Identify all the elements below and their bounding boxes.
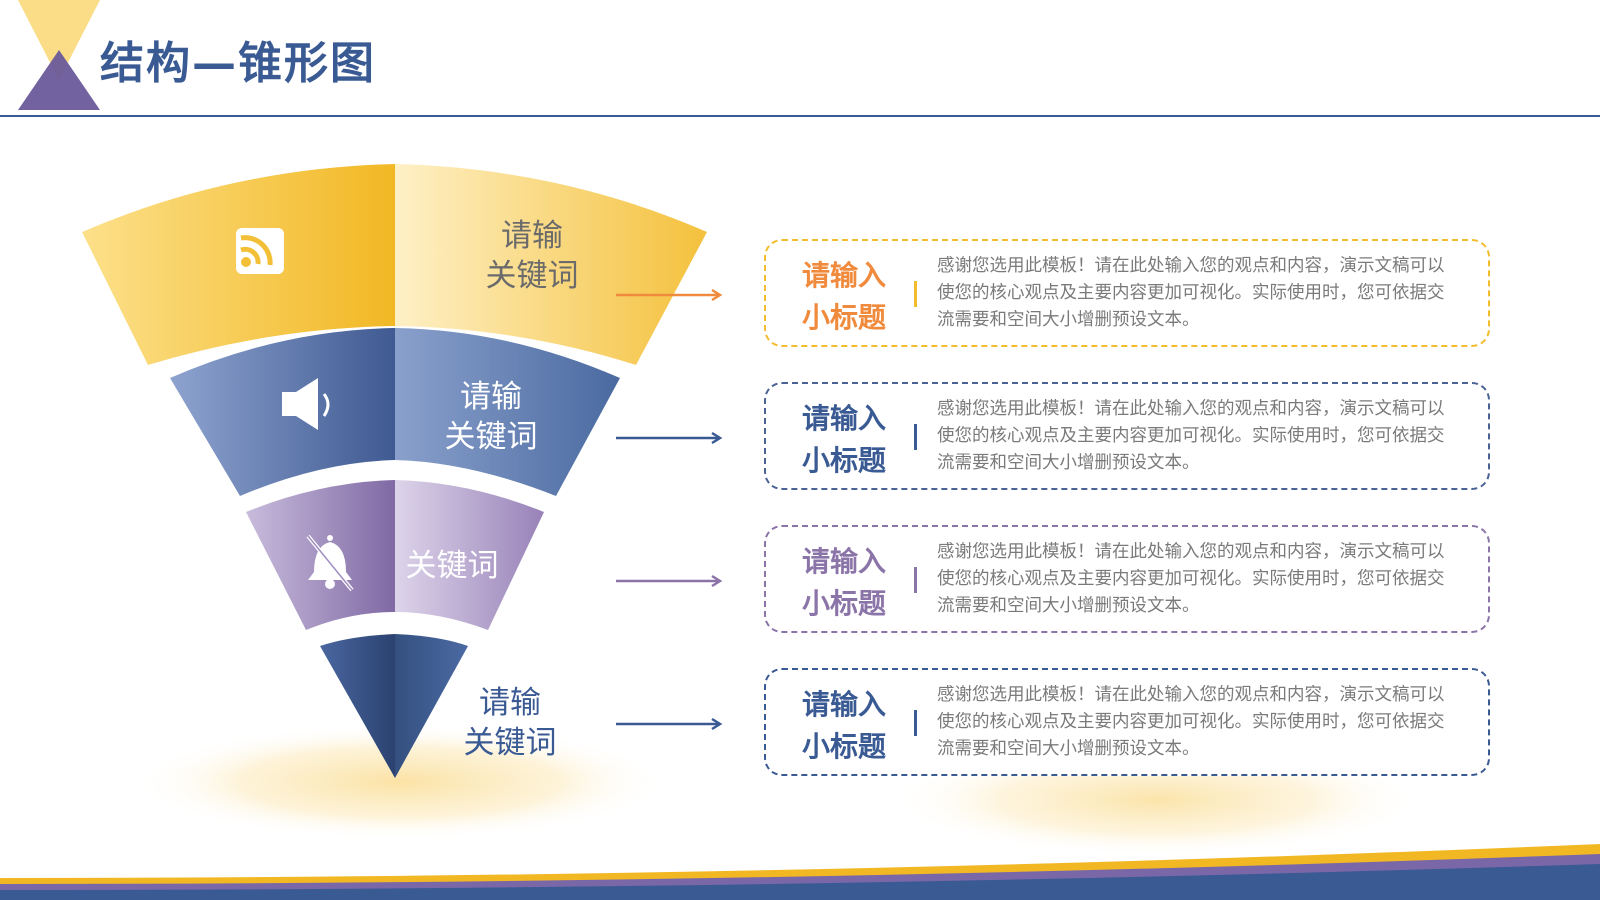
funnel-base-shadow <box>135 724 665 840</box>
funnel-level-1-label: 请输 关键词 <box>485 218 579 294</box>
logo-triangles <box>18 0 100 110</box>
card-title: 请输入小标题 <box>802 545 887 620</box>
card-title: 请输入小标题 <box>802 402 887 477</box>
bell-off-icon <box>306 534 354 592</box>
arrow-head <box>711 288 723 302</box>
rss-feed-icon <box>236 228 284 274</box>
card-title: 请输入小标题 <box>802 688 887 763</box>
funnel-level-1-right <box>395 164 707 365</box>
arrow-head <box>711 574 723 588</box>
info-card-2: 请输入小标题 感谢您选用此模板！请在此处输入您的观点和内容，演示文稿可以使您的核… <box>764 382 1490 490</box>
funnel-level-2-right <box>395 328 620 496</box>
card-description: 感谢您选用此模板！请在此处输入您的观点和内容，演示文稿可以使您的核心观点及主要内… <box>937 685 1445 759</box>
arrow-level-3 <box>616 574 723 588</box>
header-divider <box>0 115 1600 117</box>
funnel-level-4-left <box>320 634 395 778</box>
card-separator <box>914 424 917 450</box>
arrow-level-4 <box>616 717 723 731</box>
funnel-level-3-label: 关键词 <box>405 548 499 584</box>
card-separator <box>914 710 917 736</box>
card-description: 感谢您选用此模板！请在此处输入您的观点和内容，演示文稿可以使您的核心观点及主要内… <box>937 542 1445 616</box>
card-description: 感谢您选用此模板！请在此处输入您的观点和内容，演示文稿可以使您的核心观点及主要内… <box>937 256 1445 330</box>
speaker-icon <box>282 378 330 430</box>
card-description: 感谢您选用此模板！请在此处输入您的观点和内容，演示文稿可以使您的核心观点及主要内… <box>937 399 1445 473</box>
funnel-level-2-label: 请输 关键词 <box>444 379 538 455</box>
page-title: 结构—锥形图 <box>100 38 376 89</box>
info-card-3: 请输入小标题 感谢您选用此模板！请在此处输入您的观点和内容，演示文稿可以使您的核… <box>764 525 1490 633</box>
arrow-level-1 <box>616 288 723 302</box>
arrow-level-2 <box>616 431 723 445</box>
card-separator <box>914 567 917 593</box>
funnel-chart <box>82 164 707 840</box>
arrow-head <box>711 431 723 445</box>
funnel-level-3-right <box>395 480 544 630</box>
funnel-level-4-right <box>395 634 468 778</box>
info-card-4: 请输入小标题 感谢您选用此模板！请在此处输入您的观点和内容，演示文稿可以使您的核… <box>764 668 1490 776</box>
info-card-1: 请输入小标题 感谢您选用此模板！请在此处输入您的观点和内容，演示文稿可以使您的核… <box>764 239 1490 347</box>
card-separator <box>914 281 917 307</box>
card-title: 请输入小标题 <box>802 259 887 334</box>
funnel-level-4-label: 请输 关键词 <box>463 685 557 761</box>
arrow-head <box>711 717 723 731</box>
footer-wave-bands <box>0 844 1600 900</box>
